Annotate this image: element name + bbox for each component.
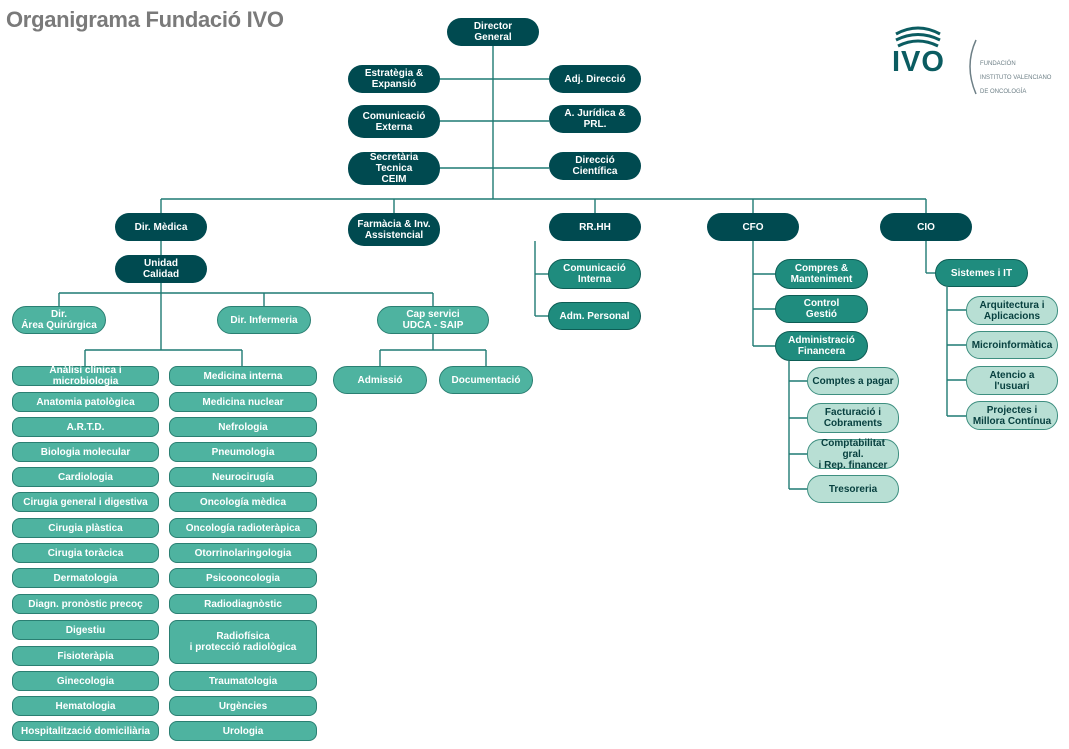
node-microinformatica: Microinformàtica bbox=[966, 331, 1058, 359]
service-item: Radiodiagnòstic bbox=[169, 594, 317, 614]
node-compres-manteniment: Compres & Manteniment bbox=[775, 259, 868, 289]
node-juridica: A. Jurídica & PRL. bbox=[549, 105, 641, 133]
node-unidad-calidad: Unidad Calidad bbox=[115, 255, 207, 283]
node-comptes-pagar: Comptes a pagar bbox=[807, 367, 899, 395]
logo-subtitle: FUNDACIÓN INSTITUTO VALENCIANO DE ONCOLO… bbox=[980, 54, 1065, 103]
service-item: Biologia molecular bbox=[12, 442, 159, 462]
service-item: Urologia bbox=[169, 721, 317, 741]
service-item: Pneumologia bbox=[169, 442, 317, 462]
node-cio: CIO bbox=[880, 213, 972, 241]
ivo-logo: IVO FUNDACIÓN INSTITUTO VALENCIANO DE ON… bbox=[890, 20, 1065, 95]
node-adm-personal: Adm. Personal bbox=[548, 302, 641, 330]
service-item: Hospitalització domiciliària bbox=[12, 721, 159, 741]
node-dir-infermeria: Dir. Infermeria bbox=[217, 306, 311, 334]
service-item: Cardiologia bbox=[12, 467, 159, 487]
node-dir-medica: Dir. Mèdica bbox=[115, 213, 207, 241]
service-item: Nefrologia bbox=[169, 417, 317, 437]
node-tresoreria: Tresoreria bbox=[807, 475, 899, 503]
node-admissio: Admissió bbox=[333, 366, 427, 394]
node-sistemes-it: Sistemes i IT bbox=[935, 259, 1028, 287]
node-atencio-usuari: Atencio a l'usuari bbox=[966, 366, 1058, 395]
service-item: A.R.T.D. bbox=[12, 417, 159, 437]
service-item: Otorrinolaringologia bbox=[169, 543, 317, 563]
node-rrhh: RR.HH bbox=[549, 213, 641, 241]
service-item: Psicooncologia bbox=[169, 568, 317, 588]
node-control-gestio: Control Gestió bbox=[775, 295, 868, 323]
logo-mark-icon bbox=[895, 26, 941, 48]
service-item: Oncología radioteràpica bbox=[169, 518, 317, 538]
node-administracio-financera: Administració Financera bbox=[775, 331, 868, 361]
service-item: Dermatologia bbox=[12, 568, 159, 588]
service-item: Radiofísica i protecció radiològica bbox=[169, 620, 317, 664]
service-item: Anàlisi clínica i microbiologia bbox=[12, 365, 159, 387]
node-adj-direccio: Adj. Direcció bbox=[549, 65, 641, 93]
service-item: Anatomia patològica bbox=[12, 392, 159, 412]
node-documentacio: Documentació bbox=[439, 366, 533, 394]
logo-subtitle-line: DE ONCOLOGÍA bbox=[980, 89, 1027, 95]
node-farmacia: Farmàcia & Inv. Assistencial bbox=[348, 213, 440, 246]
logo-subtitle-line: FUNDACIÓN bbox=[980, 61, 1016, 67]
service-item: Medicina interna bbox=[169, 366, 317, 386]
service-item: Cirugia general i digestiva bbox=[12, 492, 159, 512]
page-title: Organigrama Fundació IVO bbox=[6, 7, 284, 32]
node-secretaria-tecnica: Secretària Tecnica CEIM bbox=[348, 152, 440, 185]
service-item: Digestiu bbox=[12, 620, 159, 640]
service-item: Neurocirugía bbox=[169, 467, 317, 487]
node-comunicacio-externa: Comunicació Externa bbox=[348, 105, 440, 138]
logo-divider bbox=[969, 39, 977, 95]
service-item: Traumatologia bbox=[169, 671, 317, 691]
logo-subtitle-line: INSTITUTO VALENCIANO bbox=[980, 75, 1052, 81]
service-item: Medicina nuclear bbox=[169, 392, 317, 412]
node-estrategia: Estratègia & Expansió bbox=[348, 65, 440, 93]
service-item: Cirugia toràcica bbox=[12, 543, 159, 563]
node-direccio-cientifica: Direcció Científica bbox=[549, 152, 641, 180]
node-udca-saip: Cap servici UDCA - SAIP bbox=[377, 306, 489, 334]
service-item: Urgències bbox=[169, 696, 317, 716]
node-director-general: Director General bbox=[447, 18, 539, 46]
logo-wordmark: IVO bbox=[892, 46, 945, 78]
node-projectes: Projectes i Millora Contínua bbox=[966, 401, 1058, 430]
node-area-quirurgica: Dir. Área Quirúrgica bbox=[12, 306, 106, 334]
service-item: Diagn. pronòstic precoç bbox=[12, 594, 159, 614]
node-cfo: CFO bbox=[707, 213, 799, 241]
service-item: Fisioteràpia bbox=[12, 646, 159, 666]
service-item: Ginecologia bbox=[12, 671, 159, 691]
node-comptabilitat: Comptabilitat gral. i Rep. financer bbox=[807, 438, 899, 471]
service-item: Cirugia plàstica bbox=[12, 518, 159, 538]
node-arquitectura: Arquitectura i Aplicacions bbox=[966, 296, 1058, 325]
service-item: Oncología mèdica bbox=[169, 492, 317, 512]
node-facturacio: Facturació i Cobraments bbox=[807, 403, 899, 433]
node-comunicacio-interna: Comunicació Interna bbox=[548, 259, 641, 289]
service-item: Hematologia bbox=[12, 696, 159, 716]
